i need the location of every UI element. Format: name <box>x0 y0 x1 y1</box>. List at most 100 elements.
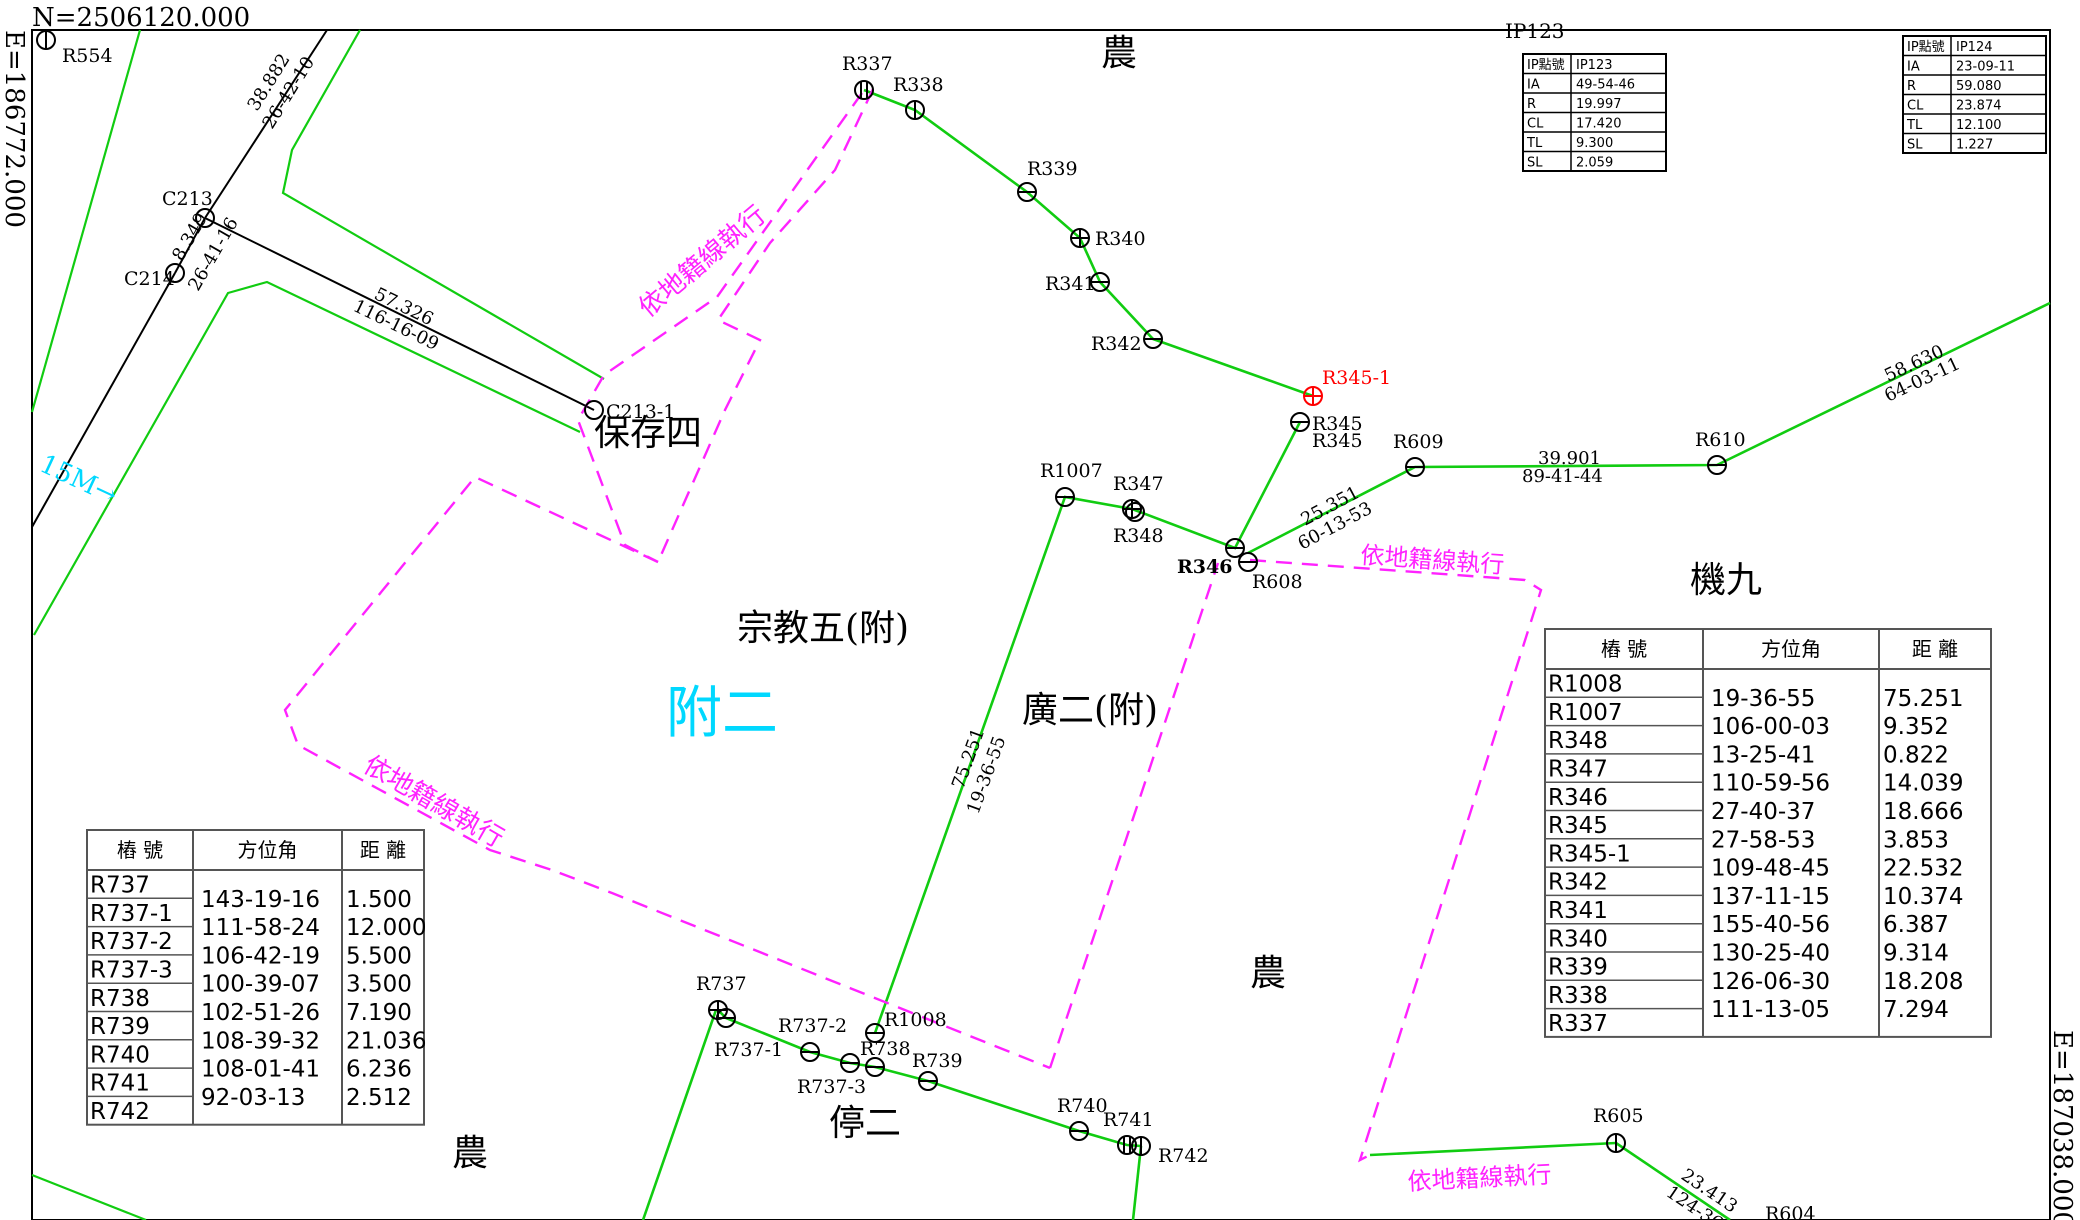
label-r1008: R1008 <box>884 1009 947 1031</box>
road-edge-bottom <box>31 1173 147 1220</box>
stake-bearing: 111-58-24 <box>201 915 320 941</box>
point-c213[interactable] <box>195 208 215 228</box>
point-r346[interactable] <box>1225 538 1245 558</box>
stake-id: R337 <box>1548 1011 1608 1037</box>
seg-r609-r610-dist: 39.901 <box>1538 448 1601 469</box>
label-r338: R338 <box>893 74 944 96</box>
stake-table-header: 樁 號 <box>117 838 163 862</box>
stake-id: R741 <box>90 1071 150 1097</box>
point-r737-1[interactable] <box>716 1008 736 1028</box>
ip-key: IP點號 <box>1527 58 1565 73</box>
boundary-baocun-west <box>576 92 863 564</box>
stake-id: R1007 <box>1548 700 1623 726</box>
point-r609[interactable] <box>1405 457 1425 477</box>
stake-bearing: 106-00-03 <box>1711 714 1830 740</box>
point-r605[interactable] <box>1606 1133 1626 1153</box>
route-r742-south <box>1131 1145 1143 1220</box>
boundary-baocun-east <box>656 88 875 563</box>
point-r348[interactable] <box>1125 502 1145 522</box>
ip-value: 9.300 <box>1576 136 1613 151</box>
stake-bearing: 108-39-32 <box>201 1028 320 1054</box>
label-r737-1: R737-1 <box>714 1039 783 1061</box>
zone-fu-er: 附二 <box>666 681 778 746</box>
stake-table-border <box>1544 628 1992 1038</box>
label-r345-a: R345 <box>1312 413 1363 435</box>
point-r339[interactable] <box>1017 182 1037 202</box>
road-edge-left <box>30 29 142 413</box>
stake-bearing: 137-11-15 <box>1711 884 1830 910</box>
point-c213-1[interactable] <box>584 400 604 420</box>
boundary-note-1: 依地籍線執行 <box>633 200 772 323</box>
point-r741[interactable] <box>1117 1135 1137 1155</box>
point-r608[interactable] <box>1238 552 1258 572</box>
zone-nong-bottom: 農 <box>452 1133 488 1174</box>
point-r737-2[interactable] <box>800 1042 820 1062</box>
ip-key: IA <box>1907 60 1920 75</box>
ip-value: IP124 <box>1956 40 1993 55</box>
stake-id: R346 <box>1548 785 1608 811</box>
ip-key: R <box>1907 79 1916 94</box>
point-r737-3[interactable] <box>840 1053 860 1073</box>
ip-key: SL <box>1527 156 1543 171</box>
centerline-c213-c213-1 <box>204 217 595 411</box>
east-coordinate-right-label: E=187038.000 <box>2047 1030 2077 1220</box>
stake-bearing: 102-51-26 <box>201 1000 320 1026</box>
label-r737-3: R737-3 <box>797 1076 866 1098</box>
stake-id: R1008 <box>1548 672 1623 698</box>
stake-id: R737-3 <box>90 958 173 984</box>
point-r340[interactable] <box>1070 228 1090 248</box>
ip-value: IP123 <box>1576 58 1613 73</box>
stake-bearing: 126-06-30 <box>1711 969 1830 995</box>
point-r341[interactable] <box>1090 272 1110 292</box>
cadastral-boundaries <box>283 88 1543 1163</box>
route-r605-r604 <box>1615 1141 1731 1220</box>
point-r1007[interactable] <box>1055 487 1075 507</box>
stake-distance: 9.352 <box>1883 714 1949 740</box>
stake-bearing: 155-40-56 <box>1711 912 1830 938</box>
point-r345[interactable] <box>1290 412 1310 432</box>
ip-value: 12.100 <box>1956 118 2002 133</box>
stake-distance: 3.853 <box>1883 827 1949 853</box>
stake-distance: 1.500 <box>346 887 412 913</box>
zone-guang-er: 廣二(附) <box>1022 690 1158 731</box>
point-r554[interactable] <box>36 30 56 50</box>
stake-table-header: 方位角 <box>238 838 298 862</box>
ip-key: TL <box>1906 118 1923 133</box>
stake-distance: 21.036 <box>346 1028 426 1054</box>
stake-bearing: 106-42-19 <box>201 943 320 969</box>
road-edges <box>30 29 605 1220</box>
point-r610[interactable] <box>1707 455 1727 475</box>
point-r739[interactable] <box>918 1071 938 1091</box>
point-r345-1[interactable] <box>1303 386 1323 406</box>
label-r742: R742 <box>1158 1145 1209 1167</box>
point-r740[interactable] <box>1069 1121 1089 1141</box>
stake-id: R340 <box>1548 926 1608 952</box>
stake-distance: 7.190 <box>346 1000 412 1026</box>
stake-id: R347 <box>1548 757 1608 783</box>
point-r337[interactable] <box>854 80 874 100</box>
point-r338[interactable] <box>905 100 925 120</box>
stake-bearing: 92-03-13 <box>201 1085 305 1111</box>
label-r348: R348 <box>1113 525 1164 547</box>
zone-ji-jiu: 機九 <box>1690 560 1762 601</box>
stake-distance: 2.512 <box>346 1085 412 1111</box>
zone-nong-top: 農 <box>1101 33 1137 74</box>
label-r740: R740 <box>1057 1095 1108 1117</box>
point-r738[interactable] <box>865 1057 885 1077</box>
stake-id: R338 <box>1548 983 1608 1009</box>
label-r345-1: R345-1 <box>1322 367 1391 389</box>
point-r742[interactable] <box>1131 1136 1151 1156</box>
east-coordinate-left-label: E=186772.000 <box>0 30 29 228</box>
label-r738: R738 <box>860 1038 911 1060</box>
road-width-label: 15M→ <box>35 449 122 511</box>
stake-id: R738 <box>90 986 150 1012</box>
point-r1008[interactable] <box>865 1023 885 1043</box>
label-r1007: R1007 <box>1040 460 1103 482</box>
ip-value: 23-09-11 <box>1956 60 2015 75</box>
point-c214[interactable] <box>165 263 185 283</box>
point-r342[interactable] <box>1143 329 1163 349</box>
